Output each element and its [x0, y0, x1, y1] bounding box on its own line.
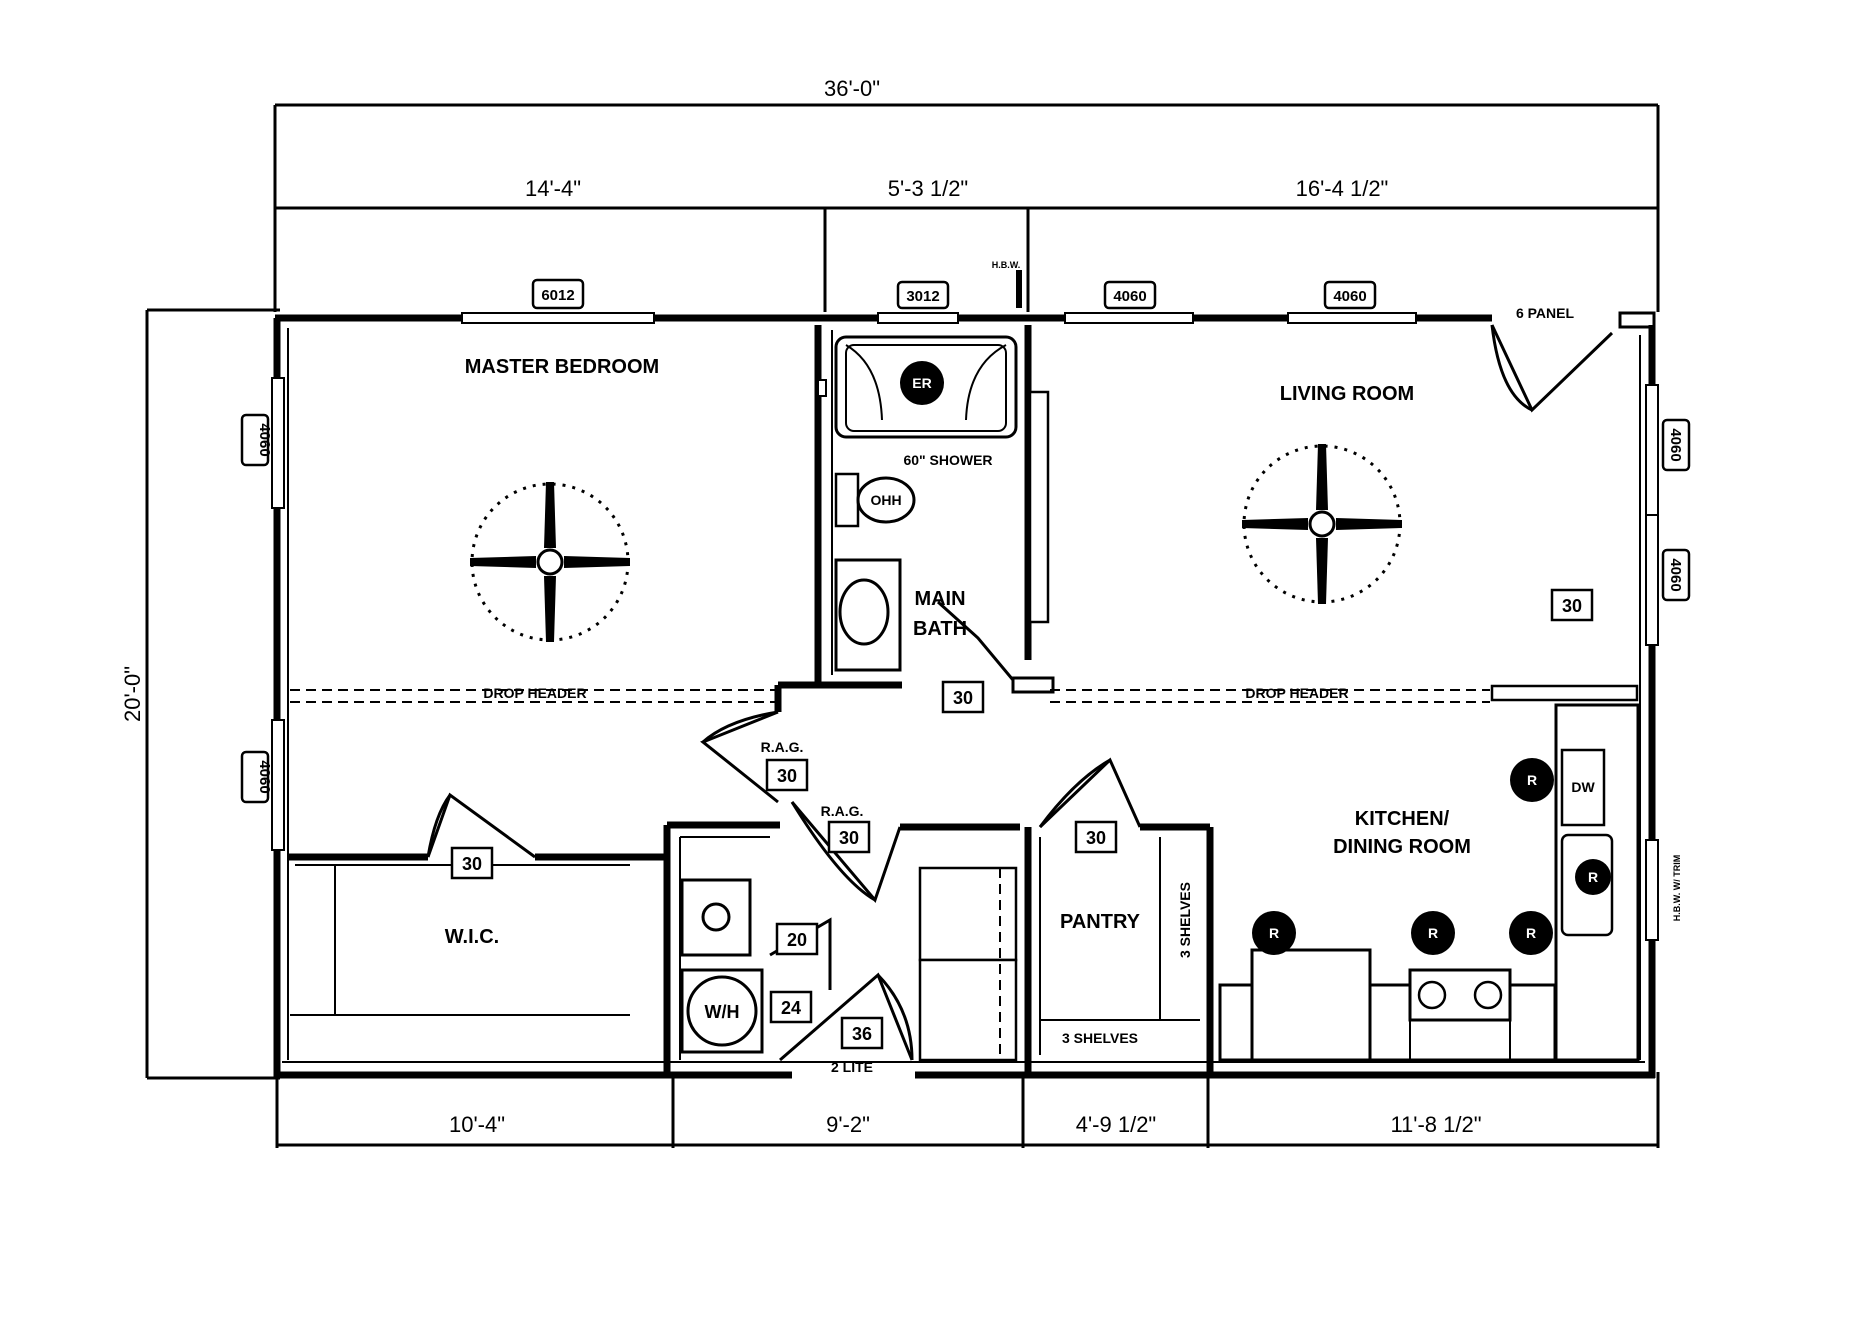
door-tag-boxes: [450, 588, 1594, 1050]
window-tag-right-upper: 4060: [1667, 428, 1684, 461]
hose-bib-right-label: H.B.W. W/ TRIM: [1672, 855, 1682, 922]
recessed-light-2: R: [1269, 925, 1279, 941]
door-tag-wic: 30: [462, 854, 482, 874]
recessed-lights: [1252, 758, 1611, 955]
drop-header-label-right: DROP HEADER: [1245, 685, 1348, 701]
room-master-bedroom: MASTER BEDROOM: [465, 356, 659, 378]
top-dimension-2: 5'-3 1/2": [888, 176, 969, 201]
shower-label: 60" SHOWER: [903, 452, 992, 468]
recessed-light-4: R: [1526, 925, 1536, 941]
top-dimension-1: 14'-4": [525, 176, 581, 201]
rag-label-upper: R.A.G.: [761, 739, 804, 755]
water-heater-label: W/H: [705, 1002, 740, 1022]
window-tag-master: 6012: [541, 287, 574, 304]
rag-label-lower: R.A.G.: [821, 803, 864, 819]
door-tag-pantry: 30: [1086, 828, 1106, 848]
recessed-light-1: R: [1527, 772, 1537, 788]
shelves-vertical-label: 3 SHELVES: [1177, 882, 1193, 958]
hose-bib-top-label: H.B.W.: [992, 260, 1021, 270]
overall-width-dimension: 36'-0": [824, 76, 880, 101]
ohh-label: OHH: [870, 492, 901, 508]
drop-header-label-left: DROP HEADER: [483, 685, 586, 701]
bath-fixtures: [817, 270, 1022, 672]
room-pantry: PANTRY: [1060, 911, 1141, 933]
shelves-horizontal-label: 3 SHELVES: [1062, 1030, 1138, 1046]
room-kitchen-line1: KITCHEN/: [1355, 808, 1450, 830]
ceiling-fan-master: [470, 482, 630, 642]
recessed-light-3: R: [1428, 925, 1438, 941]
door-tag-rag-lower: 30: [839, 828, 859, 848]
room-wic: W.I.C.: [445, 926, 499, 948]
bottom-dimension-4: 11'-8 1/2": [1390, 1112, 1481, 1137]
dishwasher-label: DW: [1571, 779, 1595, 795]
window-tag-living-1: 4060: [1113, 288, 1146, 305]
interior-walls: [288, 325, 1639, 1075]
ceiling-fan-living: [1242, 444, 1402, 604]
door-swings: [426, 324, 1614, 1062]
bottom-dimension-1: 10'-4": [449, 1112, 505, 1137]
window-tag-living-2: 4060: [1333, 288, 1366, 305]
sink-light: R: [1588, 869, 1598, 885]
room-main-bath-line2: BATH: [913, 618, 967, 640]
dimension-lines: [145, 103, 1660, 1148]
room-living-room: LIVING ROOM: [1280, 383, 1414, 405]
door-tag-living: 30: [1562, 596, 1582, 616]
bottom-dimension-2: 9'-2": [826, 1112, 870, 1137]
overall-depth-dimension: 20'-0": [120, 666, 145, 722]
side-windows: [271, 377, 1659, 941]
window-tag-bath: 3012: [906, 288, 939, 305]
window-tag-right-lower: 4060: [1667, 558, 1684, 591]
bottom-dimension-3: 4'-9 1/2": [1076, 1112, 1157, 1137]
door-tag-laundry-lower: 24: [781, 998, 801, 1018]
window-tags: [240, 278, 1691, 804]
window-tag-left-upper: 4060: [256, 423, 273, 456]
door-tag-rag-upper: 30: [777, 766, 797, 786]
top-dimension-3: 16'-4 1/2": [1296, 176, 1389, 201]
laundry-fixtures: [680, 878, 764, 1054]
room-main-bath-line1: MAIN: [914, 588, 965, 610]
two-lite-label: 2 LITE: [831, 1059, 873, 1075]
shower-fixture-tag: ER: [912, 375, 931, 391]
door-tag-bath: 30: [953, 688, 973, 708]
room-kitchen-line2: DINING ROOM: [1333, 836, 1471, 858]
window-tag-left-lower: 4060: [256, 760, 273, 793]
door-tag-exterior-rear: 36: [852, 1024, 872, 1044]
six-panel-label: 6 PANEL: [1516, 305, 1575, 321]
top-windows: [461, 312, 1417, 324]
kitchen-fixtures: [1218, 703, 1640, 1062]
door-tag-laundry-upper: 20: [787, 930, 807, 950]
